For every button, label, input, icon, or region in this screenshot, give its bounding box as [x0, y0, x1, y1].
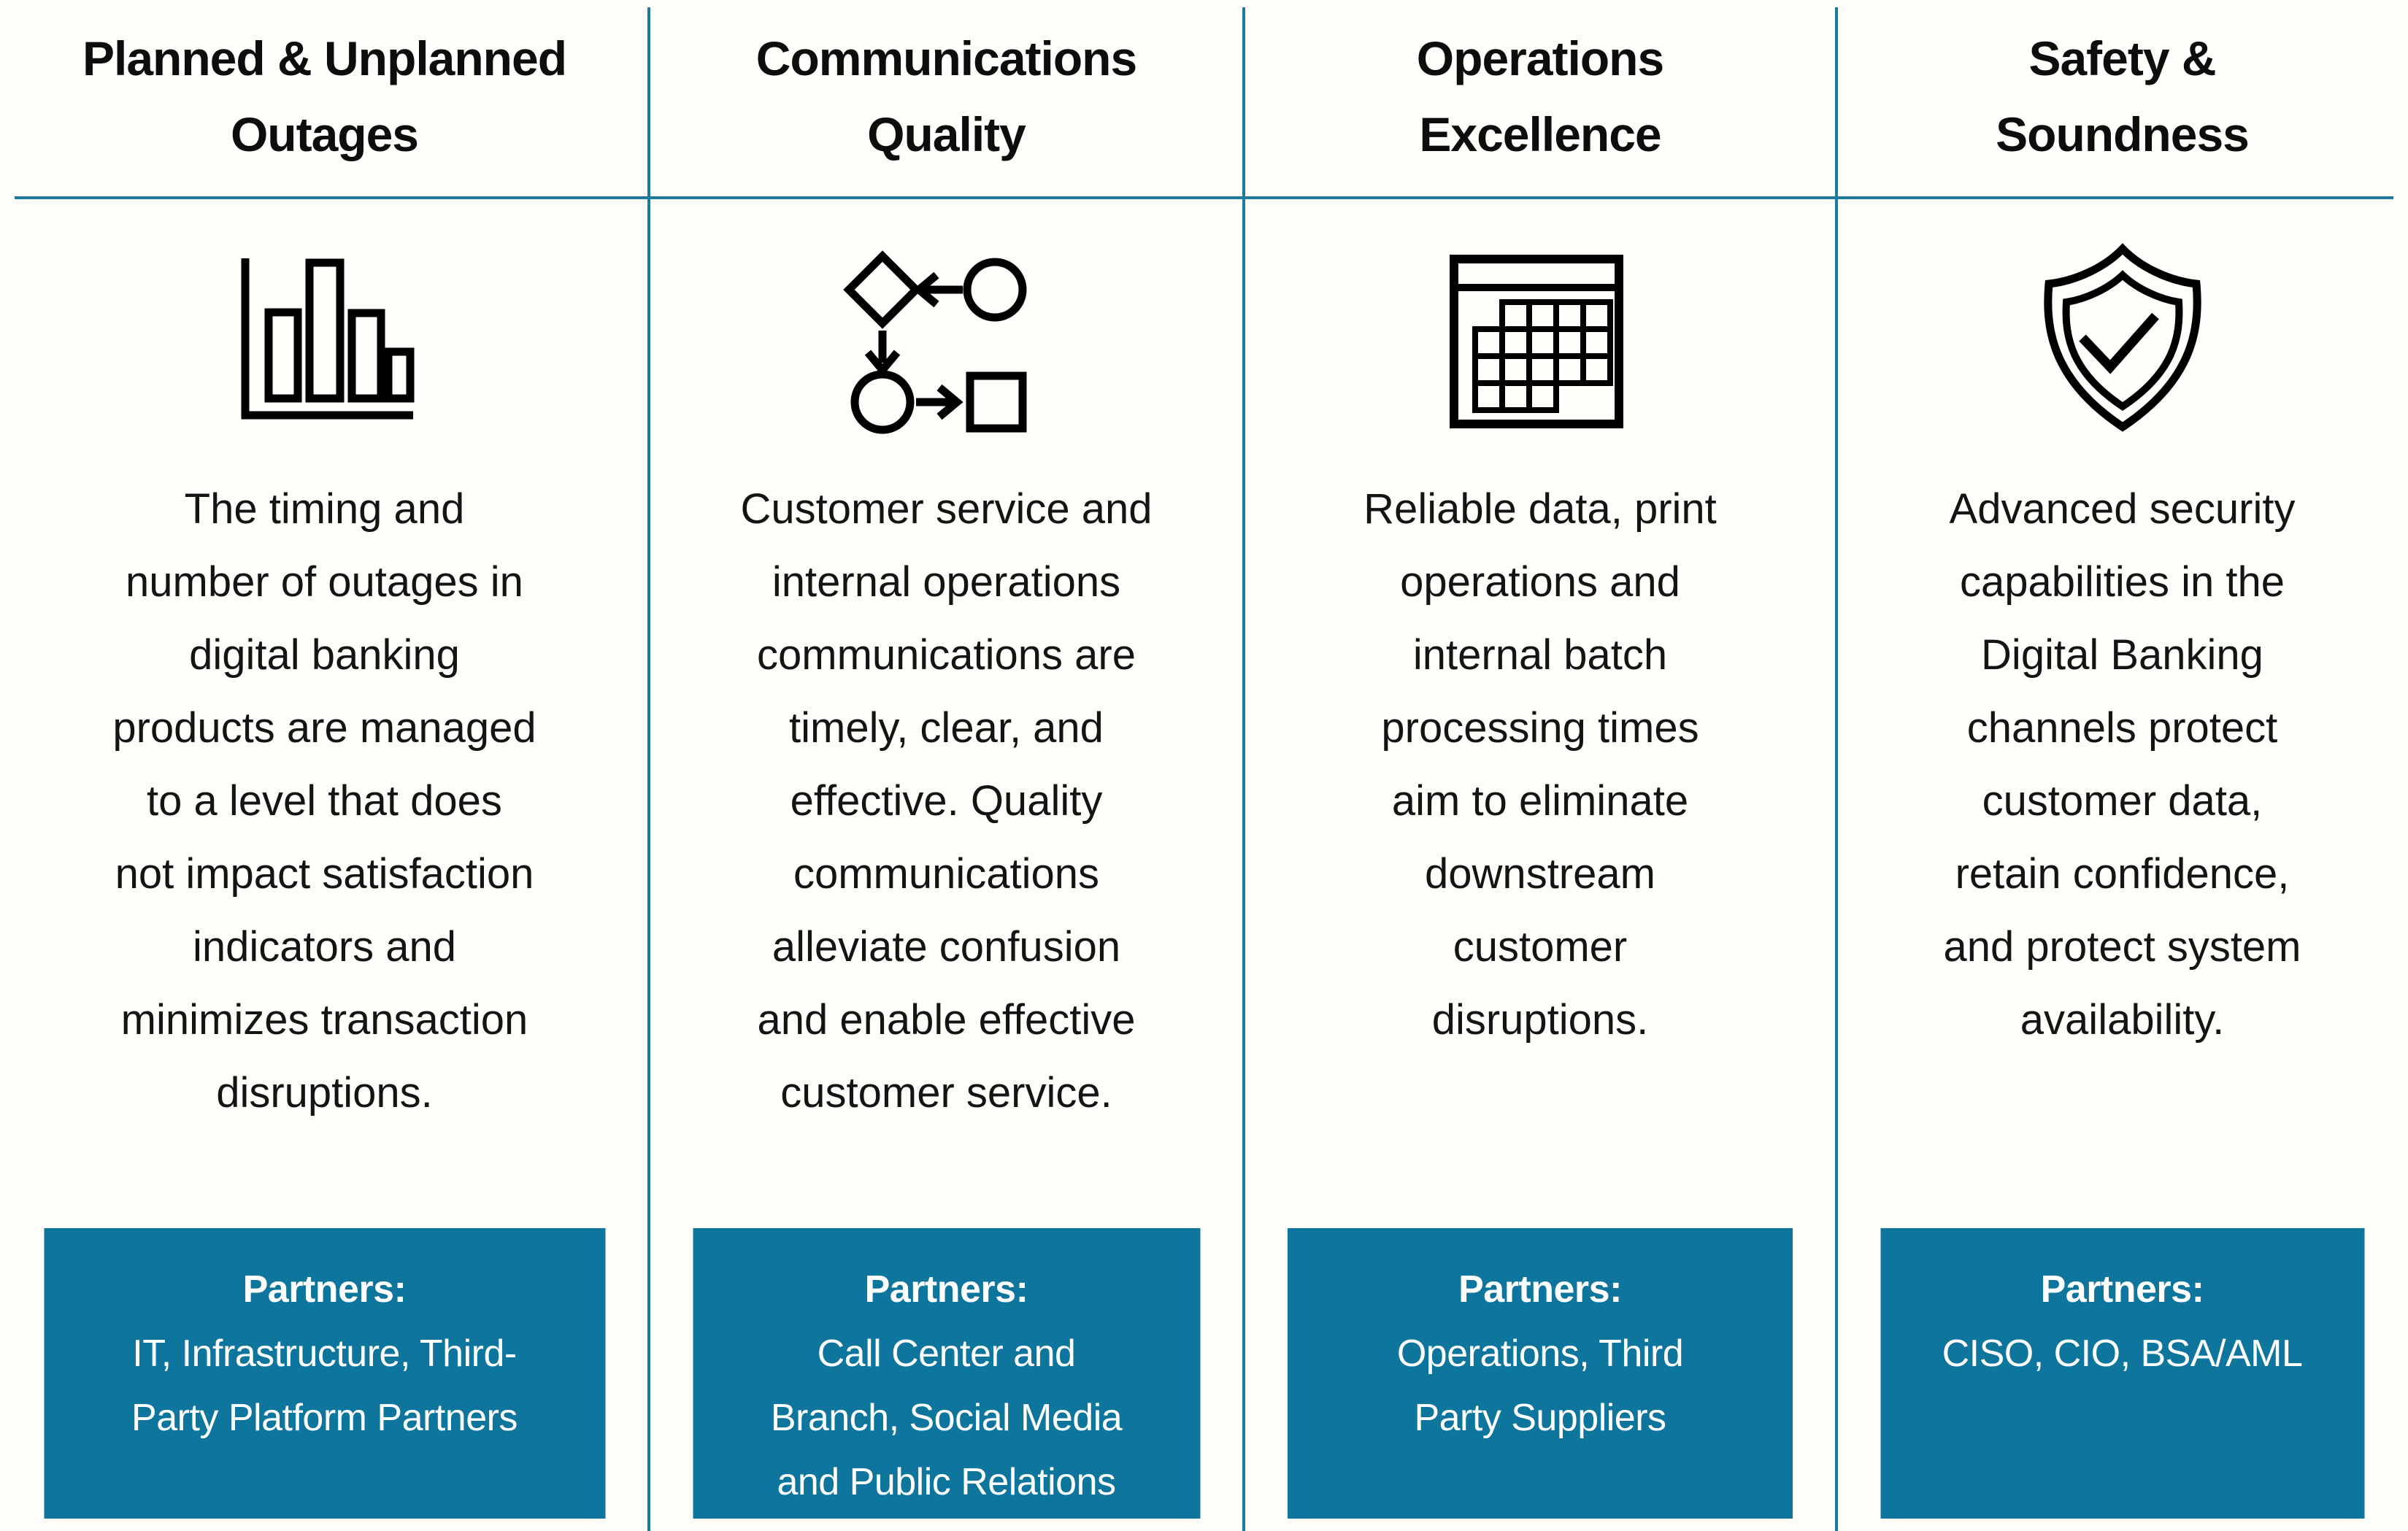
partners-list: CISO, CIO, BSA/AML	[1942, 1333, 2303, 1375]
partners-box: Partners: Operations, Third Party Suppli…	[1288, 1228, 1793, 1519]
shield-check-icon	[1836, 241, 2408, 441]
header-underline	[15, 196, 2393, 199]
partners-label: Partners:	[242, 1268, 407, 1311]
column-description: Reliable data, print operations and inte…	[1363, 485, 1717, 1044]
partners-label: Partners:	[864, 1268, 1028, 1311]
column-title: Safety & Soundness	[1996, 31, 2250, 161]
partners-list: Call Center and Branch, Social Media and…	[770, 1333, 1123, 1503]
partners-box: Partners: CISO, CIO, BSA/AML	[1880, 1228, 2364, 1519]
column-planned-unplanned-outages: Planned & Unplanned Outages The timing a…	[0, 0, 649, 1531]
partners-label: Partners:	[1458, 1268, 1622, 1311]
flowchart-icon	[649, 241, 1244, 441]
column-communications-quality: Communications Quality Customer service …	[649, 0, 1244, 1531]
column-description: Advanced security capabilities in the Di…	[1943, 485, 2301, 1044]
partners-box: Partners: IT, Infrastructure, Third- Par…	[44, 1228, 605, 1519]
column-divider-3	[1835, 7, 1838, 1531]
column-title: Operations Excellence	[1416, 31, 1664, 161]
column-divider-2	[1242, 7, 1245, 1531]
partners-list: Operations, Third Party Suppliers	[1396, 1333, 1684, 1439]
column-description: The timing and number of outages in digi…	[112, 485, 536, 1117]
partners-list: IT, Infrastructure, Third- Party Platfor…	[131, 1333, 518, 1439]
column-description: Customer service and internal operations…	[740, 485, 1153, 1117]
partners-box: Partners: Call Center and Branch, Social…	[693, 1228, 1200, 1519]
bar-chart-icon	[0, 241, 649, 441]
column-safety-soundness: Safety & Soundness Advanced security cap…	[1836, 0, 2408, 1531]
partners-label: Partners:	[2040, 1268, 2204, 1311]
calendar-grid-icon	[1244, 241, 1836, 441]
column-operations-excellence: Operations Excellence	[1244, 0, 1836, 1531]
column-divider-1	[647, 7, 650, 1531]
column-title: Communications Quality	[755, 31, 1137, 161]
column-title: Planned & Unplanned Outages	[82, 31, 567, 161]
